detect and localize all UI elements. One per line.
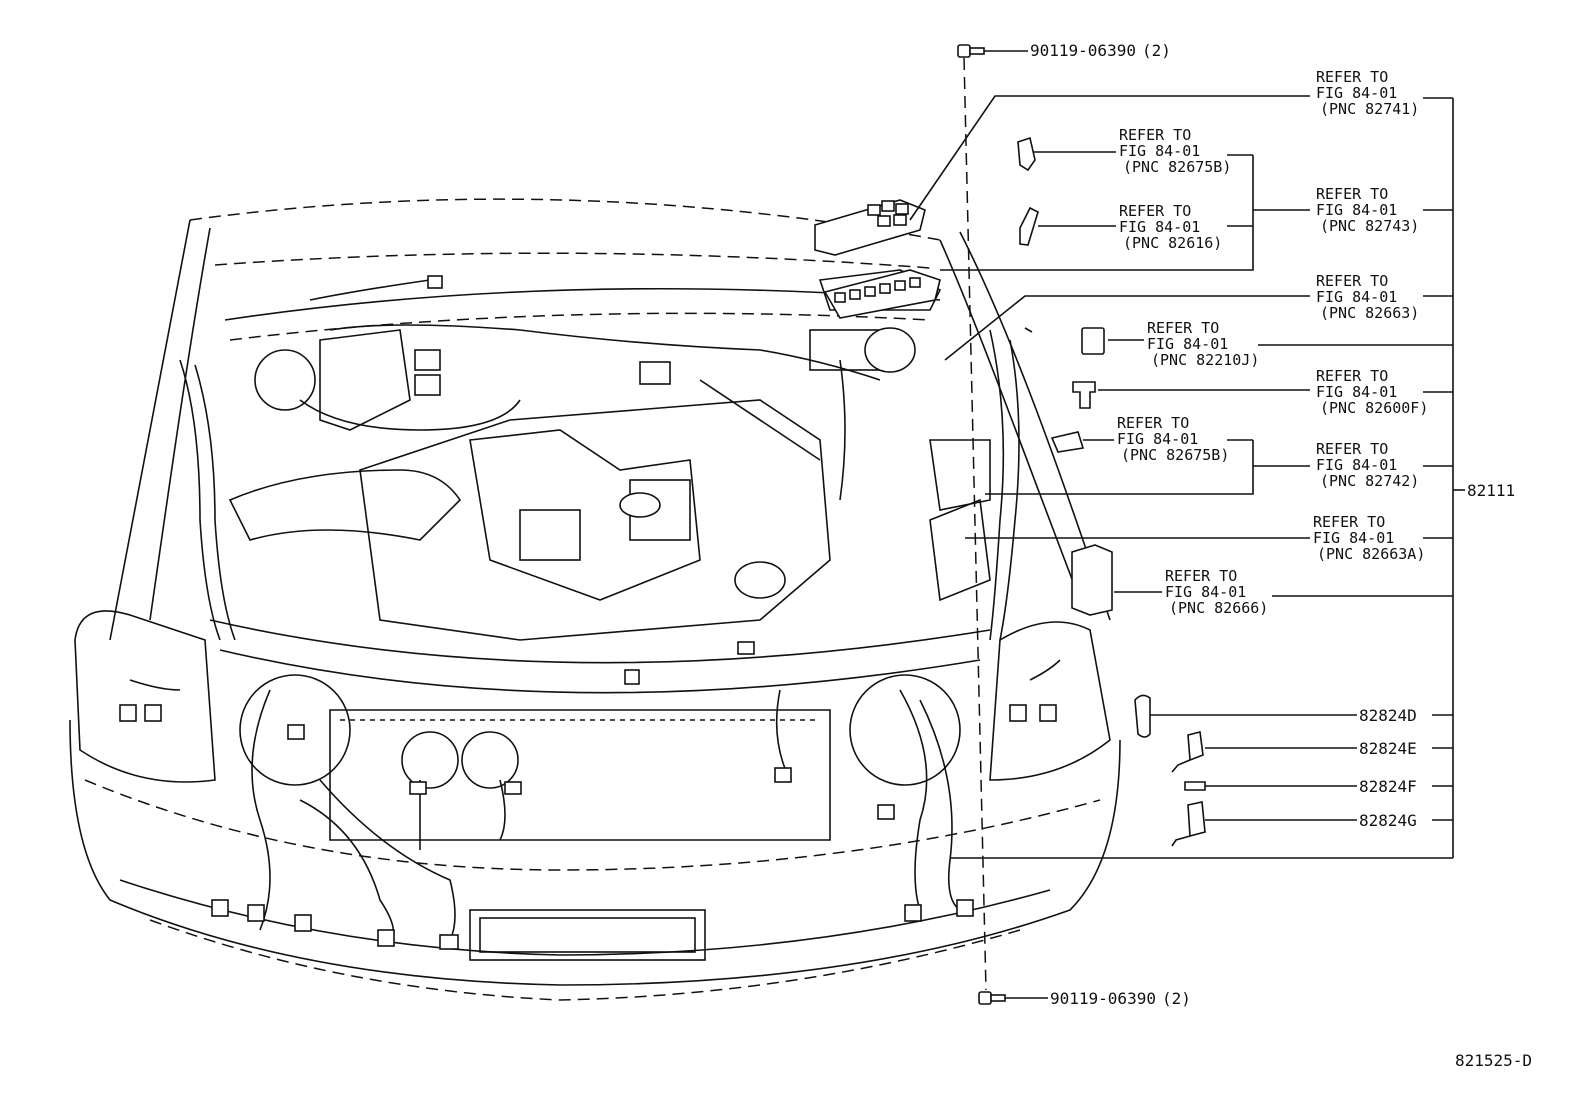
part-82824d-label: 82824D <box>1359 706 1417 725</box>
part-82824g-label: 82824G <box>1359 811 1417 830</box>
callout-heading: REFER TO <box>1316 185 1388 203</box>
callout-82600f: REFER TO FIG 84-01 (PNC 82600F) <box>1316 367 1428 417</box>
bolt-top-part-no: 90119-06390 <box>1030 41 1136 60</box>
bolt-top-qty: (2) <box>1142 41 1171 60</box>
callout-pnc: (PNC 82616) <box>1123 234 1222 252</box>
callout-fig: FIG 84-01 <box>1117 430 1198 448</box>
callout-pnc: (PNC 82666) <box>1169 599 1268 617</box>
junction-block-icon <box>823 269 941 319</box>
callout-82675b-top: REFER TO FIG 84-01 (PNC 82675B) <box>1119 126 1231 176</box>
part-82824e-label: 82824E <box>1359 739 1417 758</box>
part-82824g-icon <box>1187 801 1206 838</box>
callout-82210j: REFER TO FIG 84-01 (PNC 82210J) <box>1147 319 1259 369</box>
callout-pnc: (PNC 82210J) <box>1151 351 1259 369</box>
callout-pnc: (PNC 82675B) <box>1121 446 1229 464</box>
callout-pnc: (PNC 82663) <box>1320 304 1419 322</box>
fuse-82600f-icon <box>1072 381 1096 409</box>
clip-82675b-b-icon <box>1050 431 1085 453</box>
main-harness-part-no: 82111 <box>1467 481 1515 500</box>
part-82824f-icon <box>1184 781 1206 791</box>
fuse-82210j-icon <box>1081 327 1105 355</box>
callout-82616: REFER TO FIG 84-01 (PNC 82616) <box>1119 202 1222 252</box>
bolt-axis-line <box>963 57 987 991</box>
bolt-bottom-qty: (2) <box>1162 989 1191 1008</box>
relay-block-icon <box>814 199 926 256</box>
callout-pnc: (PNC 82600F) <box>1320 399 1428 417</box>
leader-lines <box>909 95 1465 859</box>
callout-fig: FIG 84-01 <box>1165 583 1246 601</box>
callout-fig: FIG 84-01 <box>1119 218 1200 236</box>
callout-heading: REFER TO <box>1119 126 1191 144</box>
callout-heading: REFER TO <box>1147 319 1219 337</box>
callout-82666: REFER TO FIG 84-01 (PNC 82666) <box>1165 567 1268 617</box>
callout-heading: REFER TO <box>1316 272 1388 290</box>
part-82824f-label: 82824F <box>1359 777 1417 796</box>
callout-pnc: (PNC 82663A) <box>1317 545 1425 563</box>
callout-heading: REFER TO <box>1313 513 1385 531</box>
callout-heading: REFER TO <box>1117 414 1189 432</box>
callout-pnc: (PNC 82741) <box>1320 100 1419 118</box>
callout-82742: REFER TO FIG 84-01 (PNC 82742) <box>1316 440 1419 490</box>
callout-82663a: REFER TO FIG 84-01 (PNC 82663A) <box>1313 513 1425 563</box>
engine-bay-illustration <box>69 198 1121 1001</box>
callout-heading: REFER TO <box>1165 567 1237 585</box>
callout-fig: FIG 84-01 <box>1316 456 1397 474</box>
callout-pnc: (PNC 82743) <box>1320 217 1419 235</box>
fuse-82663-connector <box>1024 327 1033 333</box>
bolt-bottom-part-no: 90119-06390 <box>1050 989 1156 1008</box>
part-82824d-icon <box>1134 694 1151 738</box>
callout-fig: FIG 84-01 <box>1316 201 1397 219</box>
fuse-82616-icon <box>1019 206 1039 246</box>
part-82824e-lead <box>1171 759 1191 773</box>
callout-fig: FIG 84-01 <box>1316 383 1397 401</box>
callout-heading: REFER TO <box>1316 440 1388 458</box>
callout-82675b-lower: REFER TO FIG 84-01 (PNC 82675B) <box>1117 414 1229 464</box>
callout-fig: FIG 84-01 <box>1119 142 1200 160</box>
part-82824g-lead <box>1171 835 1191 847</box>
callout-pnc: (PNC 82675B) <box>1123 158 1231 176</box>
callout-82663: REFER TO FIG 84-01 (PNC 82663) <box>1316 272 1419 322</box>
callout-fig: FIG 84-01 <box>1316 84 1397 102</box>
figure-code: 821525-D <box>1455 1051 1532 1070</box>
callout-heading: REFER TO <box>1316 68 1388 86</box>
callout-heading: REFER TO <box>1119 202 1191 220</box>
clip-82675b-icon <box>1017 136 1036 172</box>
callout-pnc: (PNC 82742) <box>1320 472 1419 490</box>
callout-82743: REFER TO FIG 84-01 (PNC 82743) <box>1316 185 1419 235</box>
callout-fig: FIG 84-01 <box>1147 335 1228 353</box>
callout-fig: FIG 84-01 <box>1313 529 1394 547</box>
bolt-bottom: 90119-06390 (2) <box>978 989 1191 1008</box>
callout-82741: REFER TO FIG 84-01 (PNC 82741) <box>1316 68 1419 118</box>
callout-fig: FIG 84-01 <box>1316 288 1397 306</box>
callout-heading: REFER TO <box>1316 367 1388 385</box>
part-82824e-icon <box>1187 731 1204 762</box>
box-82666-icon <box>1071 544 1113 616</box>
bolt-top: 90119-06390 (2) <box>957 41 1171 60</box>
